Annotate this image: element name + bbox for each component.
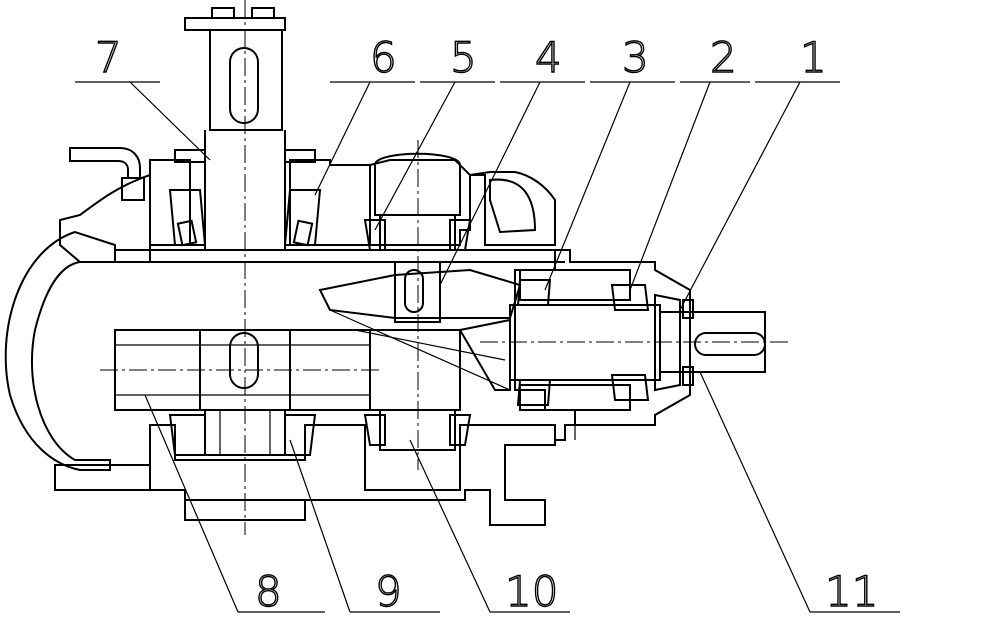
vertical-shaft bbox=[168, 0, 322, 535]
housing bbox=[4, 159, 575, 526]
callout-9: 9 bbox=[375, 567, 402, 616]
callout-8: 8 bbox=[255, 567, 282, 616]
callout-4: 4 bbox=[535, 33, 562, 82]
callout-11: 11 bbox=[825, 567, 878, 616]
callout-6: 6 bbox=[370, 33, 397, 82]
output-shaft bbox=[480, 249, 790, 440]
callout-3: 3 bbox=[622, 33, 649, 82]
callout-5: 5 bbox=[450, 33, 477, 82]
callout-10: 10 bbox=[505, 567, 558, 616]
breather-pipe bbox=[69, 147, 145, 201]
callout-labels: 7 6 5 4 3 2 1 8 9 10 11 bbox=[94, 32, 879, 616]
spur-gear bbox=[100, 329, 380, 456]
intermediate-shaft bbox=[363, 140, 472, 470]
callout-1: 1 bbox=[800, 33, 827, 82]
callout-7: 7 bbox=[95, 33, 122, 82]
callout-2: 2 bbox=[710, 33, 737, 82]
leader-lines bbox=[75, 81, 900, 613]
